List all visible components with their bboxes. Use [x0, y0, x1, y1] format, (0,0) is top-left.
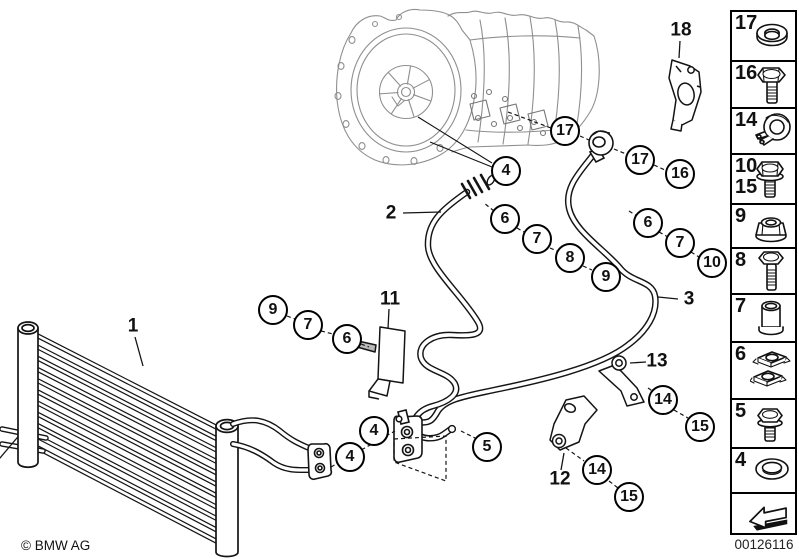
transmission-drawing [334, 8, 600, 166]
callout-14[interactable]: 14 [582, 455, 612, 485]
bracket-13-drawing [598, 355, 645, 407]
pipe-coupler-drawing [393, 409, 423, 464]
o-ring-icon [750, 449, 794, 492]
sidebar-item-number: 8 [735, 249, 747, 271]
callout-7[interactable]: 7 [293, 310, 323, 340]
callout-10[interactable]: 10 [697, 248, 727, 278]
sidebar-item-number: 5 [735, 400, 747, 422]
callout-5[interactable]: 5 [472, 432, 502, 462]
pipe-open-end [447, 424, 457, 434]
direction-arrow-icon [746, 494, 790, 537]
sleeve-icon [750, 296, 794, 340]
sidebar-item-5[interactable]: 5 [732, 400, 795, 449]
pipe-2-fitting [460, 173, 491, 200]
callout-17[interactable]: 17 [550, 116, 580, 146]
hex-bolt-icon [750, 63, 794, 107]
sidebar-item-4[interactable]: 4 [732, 449, 795, 494]
sidebar-item-number: 17 [735, 12, 758, 34]
callout-17[interactable]: 17 [625, 145, 655, 175]
callout-15[interactable]: 15 [614, 482, 644, 512]
cage-nut-icon [750, 349, 794, 393]
part-label-13[interactable]: 13 [646, 350, 668, 372]
sidebar-item-9[interactable]: 9 [732, 205, 795, 249]
sidebar-item-14[interactable]: 14 [732, 109, 795, 155]
flange-bolt-icon [750, 157, 794, 201]
hex-bolt-long-icon [750, 249, 794, 293]
bracket-12-drawing [549, 395, 598, 451]
sidebar-item-number: 4 [735, 449, 747, 471]
part-label-1[interactable]: 1 [127, 315, 139, 337]
oil-cooler-drawing [0, 321, 333, 558]
callout-15[interactable]: 15 [685, 412, 715, 442]
callout-4[interactable]: 4 [335, 442, 365, 472]
washer-icon [750, 14, 794, 58]
part-label-12[interactable]: 12 [549, 468, 571, 490]
callout-4[interactable]: 4 [491, 156, 521, 186]
callout-9[interactable]: 9 [258, 295, 288, 325]
sidebar-item-number: 7 [735, 295, 747, 317]
part-label-3[interactable]: 3 [683, 288, 695, 310]
sidebar-item-8[interactable]: 8 [732, 249, 795, 295]
bracket-11-drawing [354, 326, 406, 400]
callout-7[interactable]: 7 [665, 228, 695, 258]
sidebar-item-view-direction[interactable] [732, 494, 795, 537]
part-label-11[interactable]: 11 [379, 288, 401, 310]
callout-8[interactable]: 8 [555, 243, 585, 273]
callout-9[interactable]: 9 [591, 262, 621, 292]
callout-7[interactable]: 7 [522, 224, 552, 254]
sidebar-item-number: 6 [735, 343, 747, 365]
callout-14[interactable]: 14 [648, 385, 678, 415]
sidebar-item-17[interactable]: 17 [732, 12, 795, 62]
copyright-text: © BMW AG [21, 538, 91, 553]
flange-bolt-short-icon [750, 402, 794, 446]
sidebar-item-number: 9 [735, 205, 747, 227]
diagram-part-number: 00126116 [734, 537, 794, 552]
callout-6[interactable]: 6 [490, 204, 520, 234]
pipe-clamp-icon [750, 109, 794, 153]
flange-nut-icon [750, 205, 794, 247]
sidebar-item-number: 14 [735, 109, 758, 131]
banjo-fitting-drawing [588, 130, 614, 164]
sidebar-item-6[interactable]: 6 [732, 343, 795, 400]
part-label-18[interactable]: 18 [670, 19, 692, 41]
callout-4[interactable]: 4 [359, 416, 389, 446]
bracket-18-drawing [668, 59, 702, 132]
callout-16[interactable]: 16 [665, 159, 695, 189]
sidebar-item-number: 16 [735, 62, 758, 84]
part-label-2[interactable]: 2 [385, 202, 397, 224]
callout-6[interactable]: 6 [332, 324, 362, 354]
sidebar-item-7[interactable]: 7 [732, 295, 795, 343]
sidebar-item-16[interactable]: 16 [732, 62, 795, 109]
callout-6[interactable]: 6 [633, 208, 663, 238]
